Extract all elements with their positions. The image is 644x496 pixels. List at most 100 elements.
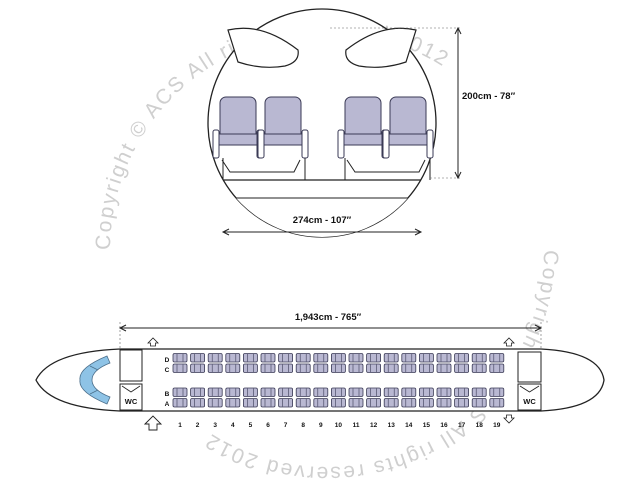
seat (454, 387, 470, 397)
row-number: 11 (353, 422, 360, 429)
row-number: 3 (213, 422, 217, 429)
seat (418, 398, 434, 408)
seat (313, 398, 329, 408)
seat (418, 363, 434, 373)
overhead-bin-left (227, 27, 299, 68)
forward-galley (119, 349, 143, 382)
seat (190, 387, 206, 397)
row-number: 12 (370, 422, 378, 429)
seat-grid (172, 353, 505, 408)
row-number: 4 (231, 422, 235, 429)
width-dimension-label: 274cm - 107″ (293, 215, 352, 226)
seat-letter: C (165, 367, 170, 374)
seat (172, 387, 188, 397)
seat (366, 398, 382, 408)
arrow-head (221, 228, 230, 236)
seat (260, 363, 276, 373)
seat (348, 363, 364, 373)
seat (313, 363, 329, 373)
seat (330, 353, 346, 363)
seat-letter: A (165, 401, 170, 408)
seat (348, 398, 364, 408)
arrow-head (454, 26, 462, 35)
seat (471, 398, 487, 408)
row-number: 16 (440, 422, 448, 429)
arrow-head (414, 228, 423, 236)
seat (172, 353, 188, 363)
seat (489, 363, 505, 373)
forward-wc (119, 383, 143, 411)
seat (190, 363, 206, 373)
seat (471, 353, 487, 363)
row-number: 18 (476, 422, 484, 429)
seat (313, 387, 329, 397)
row-number: 13 (388, 422, 396, 429)
window-divider (89, 389, 99, 395)
seat (207, 363, 223, 373)
seat (401, 398, 417, 408)
wc-door-swing (121, 385, 141, 393)
seat (401, 387, 417, 397)
seat (330, 398, 346, 408)
cross-section-seat (257, 96, 309, 159)
seat (190, 353, 206, 363)
seat (278, 363, 294, 373)
seat-letter: B (165, 391, 170, 398)
seat (278, 353, 294, 363)
seat (366, 353, 382, 363)
seat (366, 363, 382, 373)
cockpit-windows (79, 355, 111, 405)
seat (225, 398, 241, 408)
seat (348, 353, 364, 363)
row-number: 8 (301, 422, 305, 429)
seat (348, 387, 364, 397)
seat (295, 398, 311, 408)
arrow-head (454, 171, 462, 180)
seat (436, 363, 452, 373)
seat (489, 387, 505, 397)
seat (172, 398, 188, 408)
seat (225, 363, 241, 373)
seat (260, 353, 276, 363)
seat (383, 398, 399, 408)
seat (242, 363, 258, 373)
seat (295, 353, 311, 363)
seat (489, 398, 505, 408)
seat (260, 387, 276, 397)
row-number: 7 (284, 422, 288, 429)
window-divider (89, 365, 99, 371)
seat (418, 353, 434, 363)
seat (436, 398, 452, 408)
seat (207, 387, 223, 397)
seat (330, 363, 346, 373)
seat (295, 387, 311, 397)
seat (454, 353, 470, 363)
seat (295, 363, 311, 373)
seat (454, 398, 470, 408)
seat (278, 387, 294, 397)
aft-galley (517, 351, 542, 383)
seat (172, 363, 188, 373)
seat (436, 353, 452, 363)
seat (207, 353, 223, 363)
seat (242, 353, 258, 363)
overhead-bin-right (345, 27, 417, 68)
arrow-head (534, 324, 543, 332)
seat (330, 387, 346, 397)
seat (278, 398, 294, 408)
seat (489, 353, 505, 363)
seat (260, 398, 276, 408)
length-dimension-label: 1,943cm - 765″ (295, 312, 362, 323)
forward-main-door-arrow (143, 415, 163, 431)
seat (383, 387, 399, 397)
seat (436, 387, 452, 397)
row-number: 15 (423, 422, 431, 429)
seat (401, 353, 417, 363)
aft-lower-exit-arrow (503, 414, 515, 424)
seat (225, 353, 241, 363)
cross-section-seat (382, 96, 434, 159)
row-number: 2 (196, 422, 200, 429)
